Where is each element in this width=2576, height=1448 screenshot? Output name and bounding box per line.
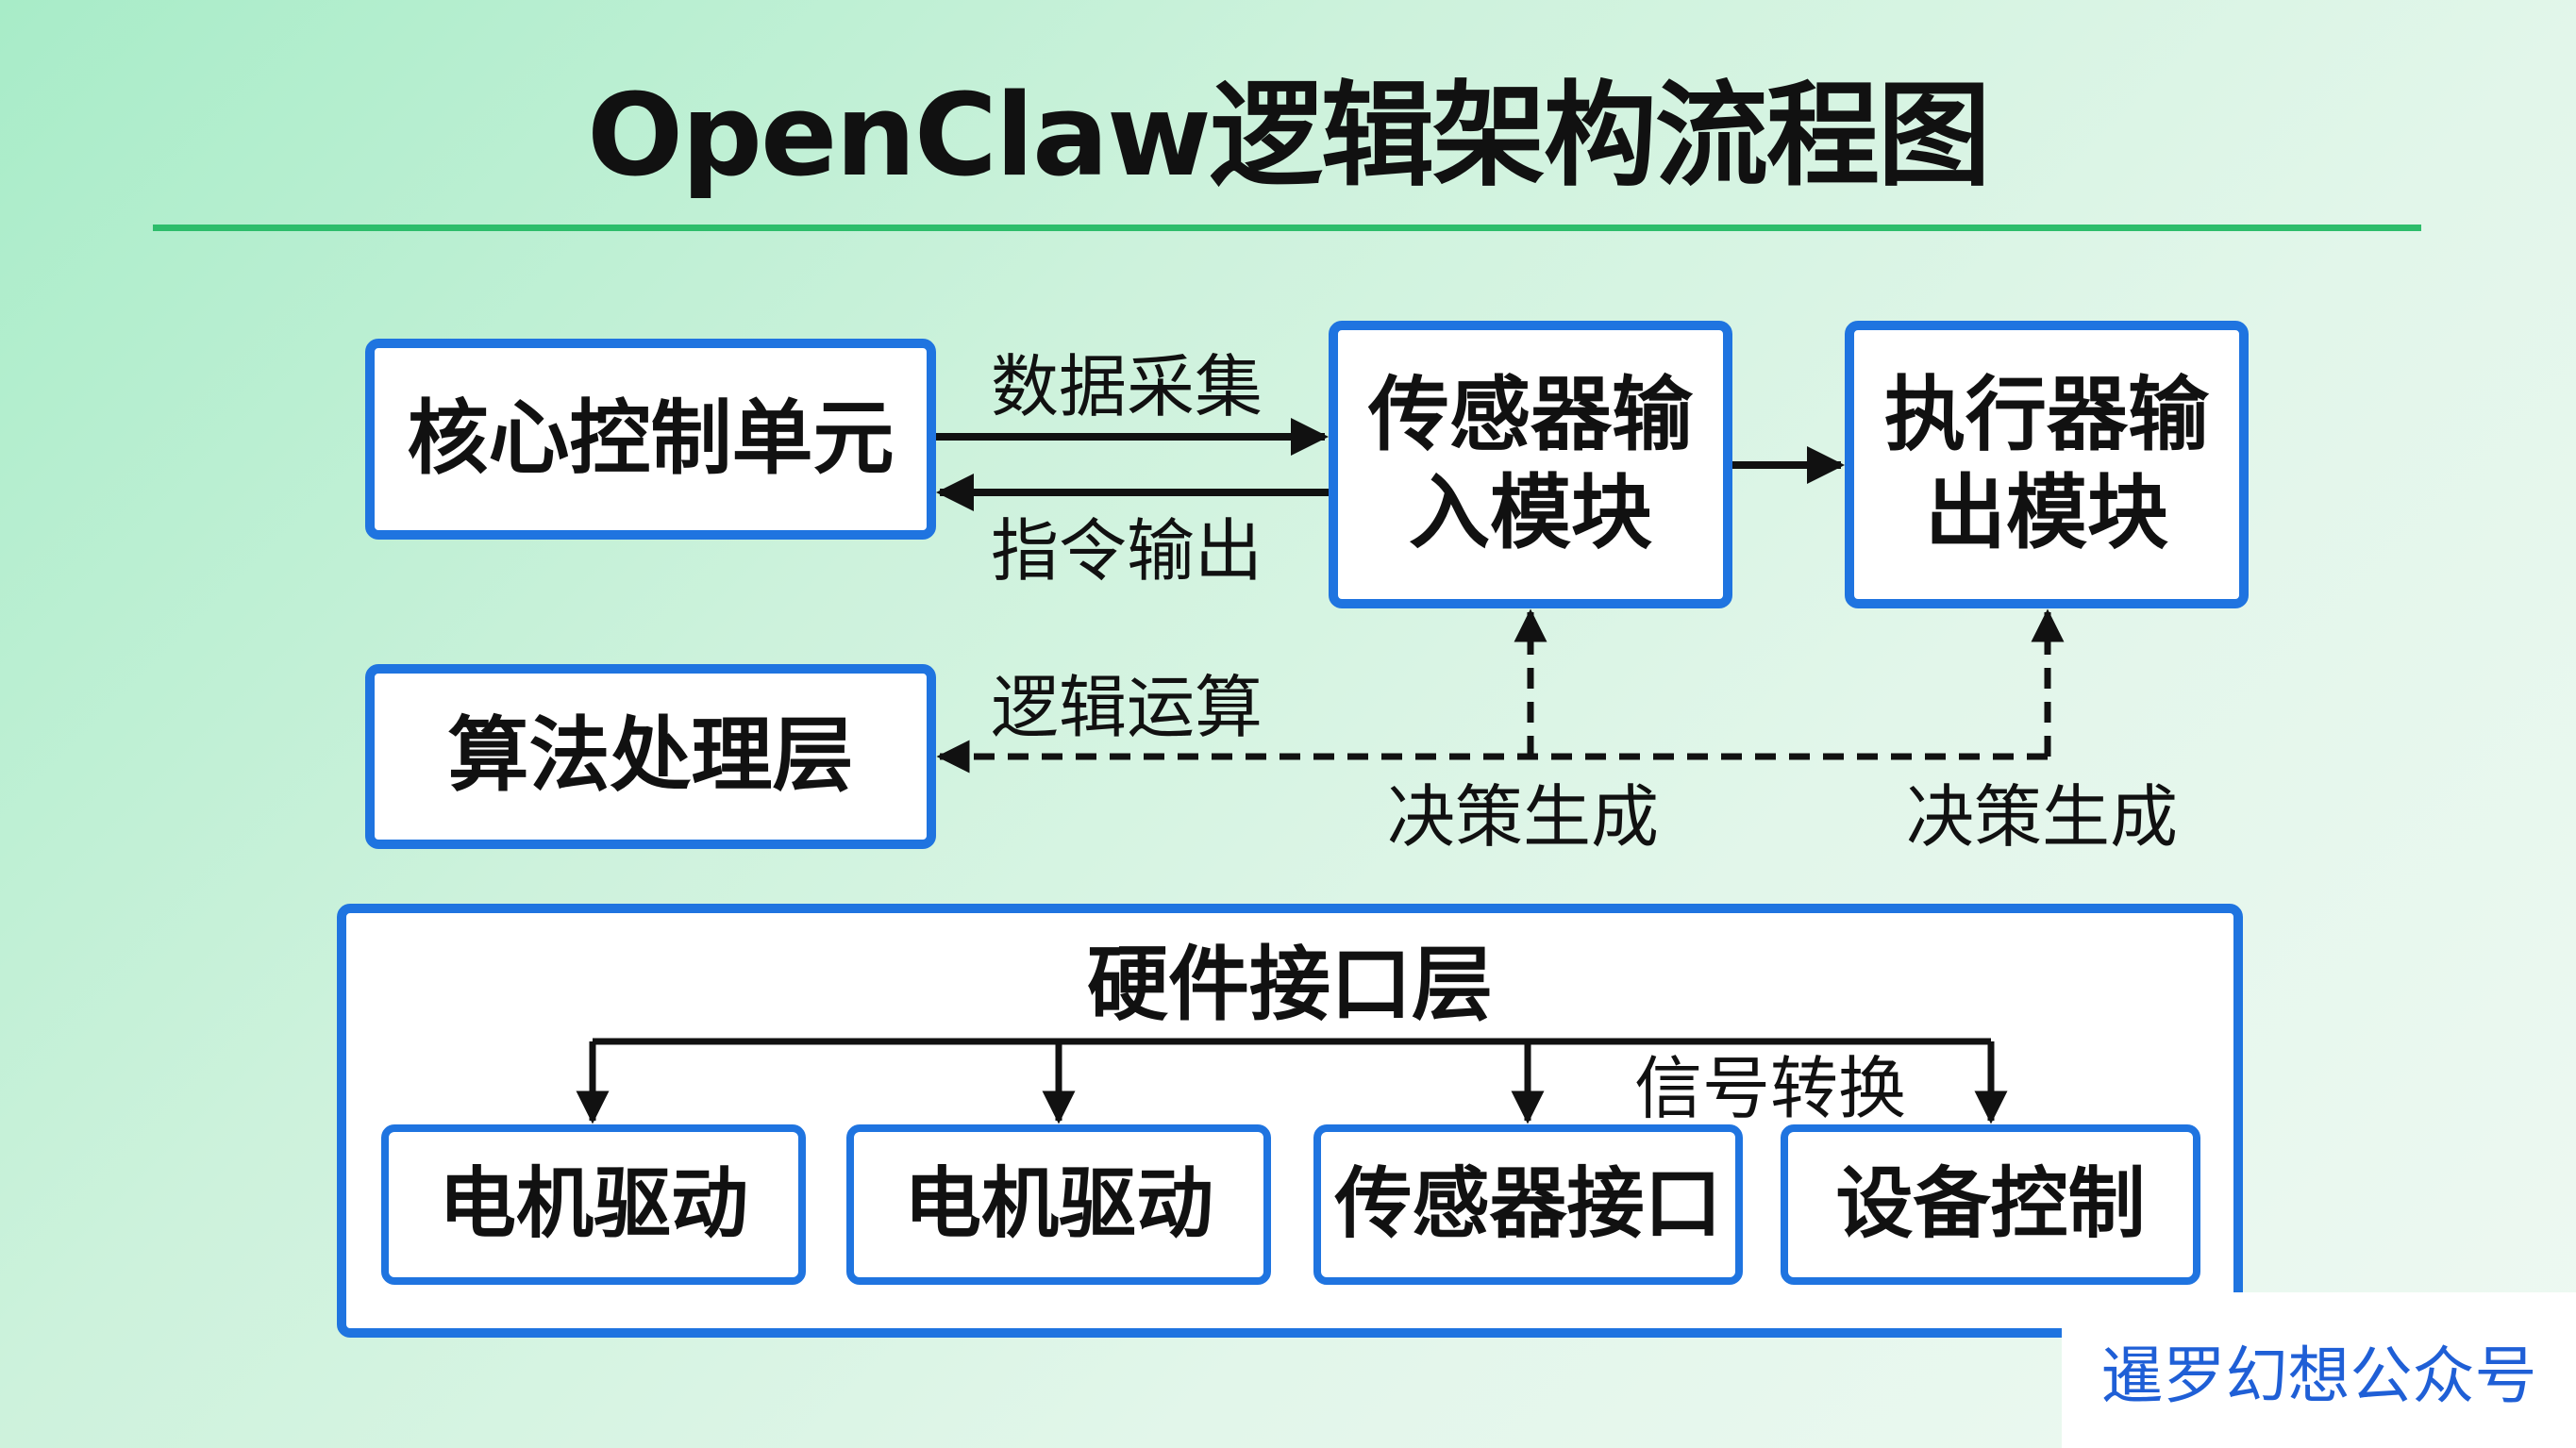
edge-label-decision-1: 决策生成 [1387, 777, 1660, 857]
watermark-panel: 暹罗幻想公众号 [2062, 1292, 2576, 1448]
title-divider [153, 225, 2421, 231]
algorithm-processing-layer-label: 算法处理层 [447, 708, 854, 804]
hardware-interface-layer-label: 硬件接口层 [1087, 938, 1493, 1032]
motor-driver-label-1: 电机驱动 [438, 1158, 748, 1249]
core-control-unit-label: 核心控制单元 [407, 391, 895, 486]
page-title: OpenClaw逻辑架构流程图 [587, 71, 1991, 202]
edge-label-signal-convert: 信号转换 [1634, 1049, 1907, 1128]
motor-driver-box-1: 电机驱动 [381, 1124, 806, 1285]
actuator-output-module-box: 执行器输出模块 [1845, 321, 2249, 608]
sensor-input-module-label: 传感器输入模块 [1368, 368, 1693, 560]
edge-label-data-collect: 数据采集 [991, 347, 1263, 426]
device-control-label: 设备控制 [1835, 1158, 2146, 1249]
watermark-text: 暹罗幻想公众号 [2100, 1339, 2537, 1412]
motor-driver-box-2: 电机驱动 [846, 1124, 1271, 1285]
edge-label-decision-2: 决策生成 [1906, 777, 2179, 857]
core-control-unit-box: 核心控制单元 [365, 339, 936, 540]
edge-label-logic-op: 逻辑运算 [991, 668, 1263, 747]
sensor-interface-box: 传感器接口 [1313, 1124, 1743, 1285]
device-control-box: 设备控制 [1781, 1124, 2200, 1285]
sensor-interface-label: 传感器接口 [1334, 1158, 1722, 1249]
sensor-input-module-box: 传感器输入模块 [1329, 321, 1732, 608]
edge-label-cmd-output: 指令输出 [991, 511, 1263, 591]
algorithm-processing-layer-box: 算法处理层 [365, 664, 936, 849]
motor-driver-label-2: 电机驱动 [903, 1158, 1213, 1249]
actuator-output-module-label: 执行器输出模块 [1884, 368, 2209, 560]
